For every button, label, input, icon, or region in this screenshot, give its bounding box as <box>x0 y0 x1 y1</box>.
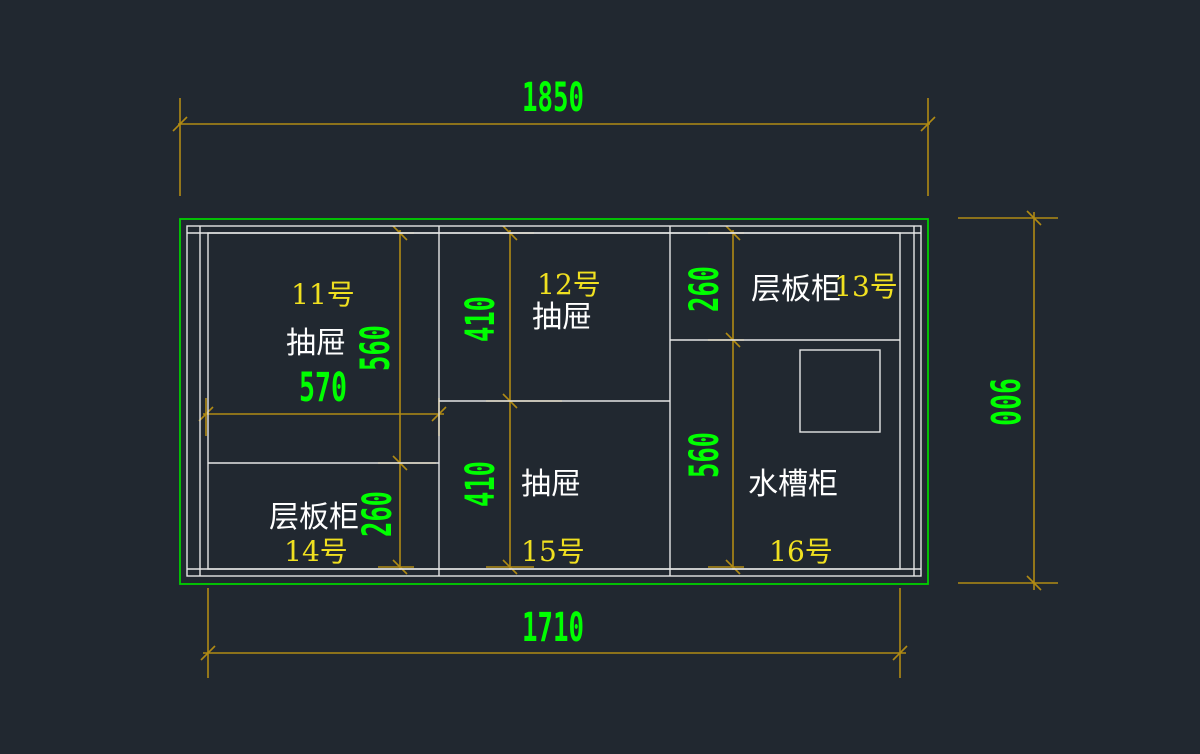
tick-15-bottom <box>502 559 518 575</box>
cabinet-14-number: 14号 <box>284 535 348 568</box>
right-dim-tick-top <box>1026 210 1042 226</box>
top-dim-tick-left <box>172 116 188 132</box>
cabinet-15-number: 15号 <box>521 535 585 568</box>
dim-text-top: 1850 <box>522 75 584 121</box>
bottom-dim-tick-left <box>200 645 216 661</box>
sink-outline <box>799 349 881 433</box>
cabinet-13-number: 13号 <box>834 270 898 303</box>
dim-text-12-height: 410 <box>458 296 504 342</box>
dim-text-13-height: 260 <box>682 266 728 312</box>
tick-570-left <box>198 406 214 422</box>
cabinet-16-number: 16号 <box>769 535 833 568</box>
cabinet-14-type: 层板柜 <box>269 500 359 535</box>
cabinet-15-type: 抽屉 <box>521 467 581 502</box>
dim-text-11-width: 570 <box>299 365 347 411</box>
cabinet-12-type: 抽屉 <box>532 300 592 335</box>
tick-16-bottom <box>725 559 741 575</box>
cabinet-lines <box>186 225 922 577</box>
right-dim-tick-bottom <box>1026 575 1042 591</box>
dim-text-right: 900 <box>981 378 1027 426</box>
dim-text-16-height: 560 <box>682 432 728 478</box>
cabinet-13-type: 层板柜 <box>751 272 841 307</box>
cabinet-12-number: 12号 <box>537 268 601 301</box>
cabinet-11-type: 抽屉 <box>286 326 346 361</box>
dim-text-14-height: 260 <box>355 491 401 537</box>
dim-text-bottom: 1710 <box>522 605 584 651</box>
tick-14-bottom <box>392 559 408 575</box>
top-dim-tick-right <box>920 116 936 132</box>
cabinet-16-type: 水槽柜 <box>748 467 838 502</box>
cabinet-11-number: 11号 <box>291 278 355 311</box>
dim-text-11-height: 560 <box>353 325 399 371</box>
cabinet-outer-outline <box>179 218 929 585</box>
bottom-dim-tick-right <box>892 645 908 661</box>
dim-text-15-height: 410 <box>458 461 504 507</box>
cabinet-body <box>186 225 922 577</box>
